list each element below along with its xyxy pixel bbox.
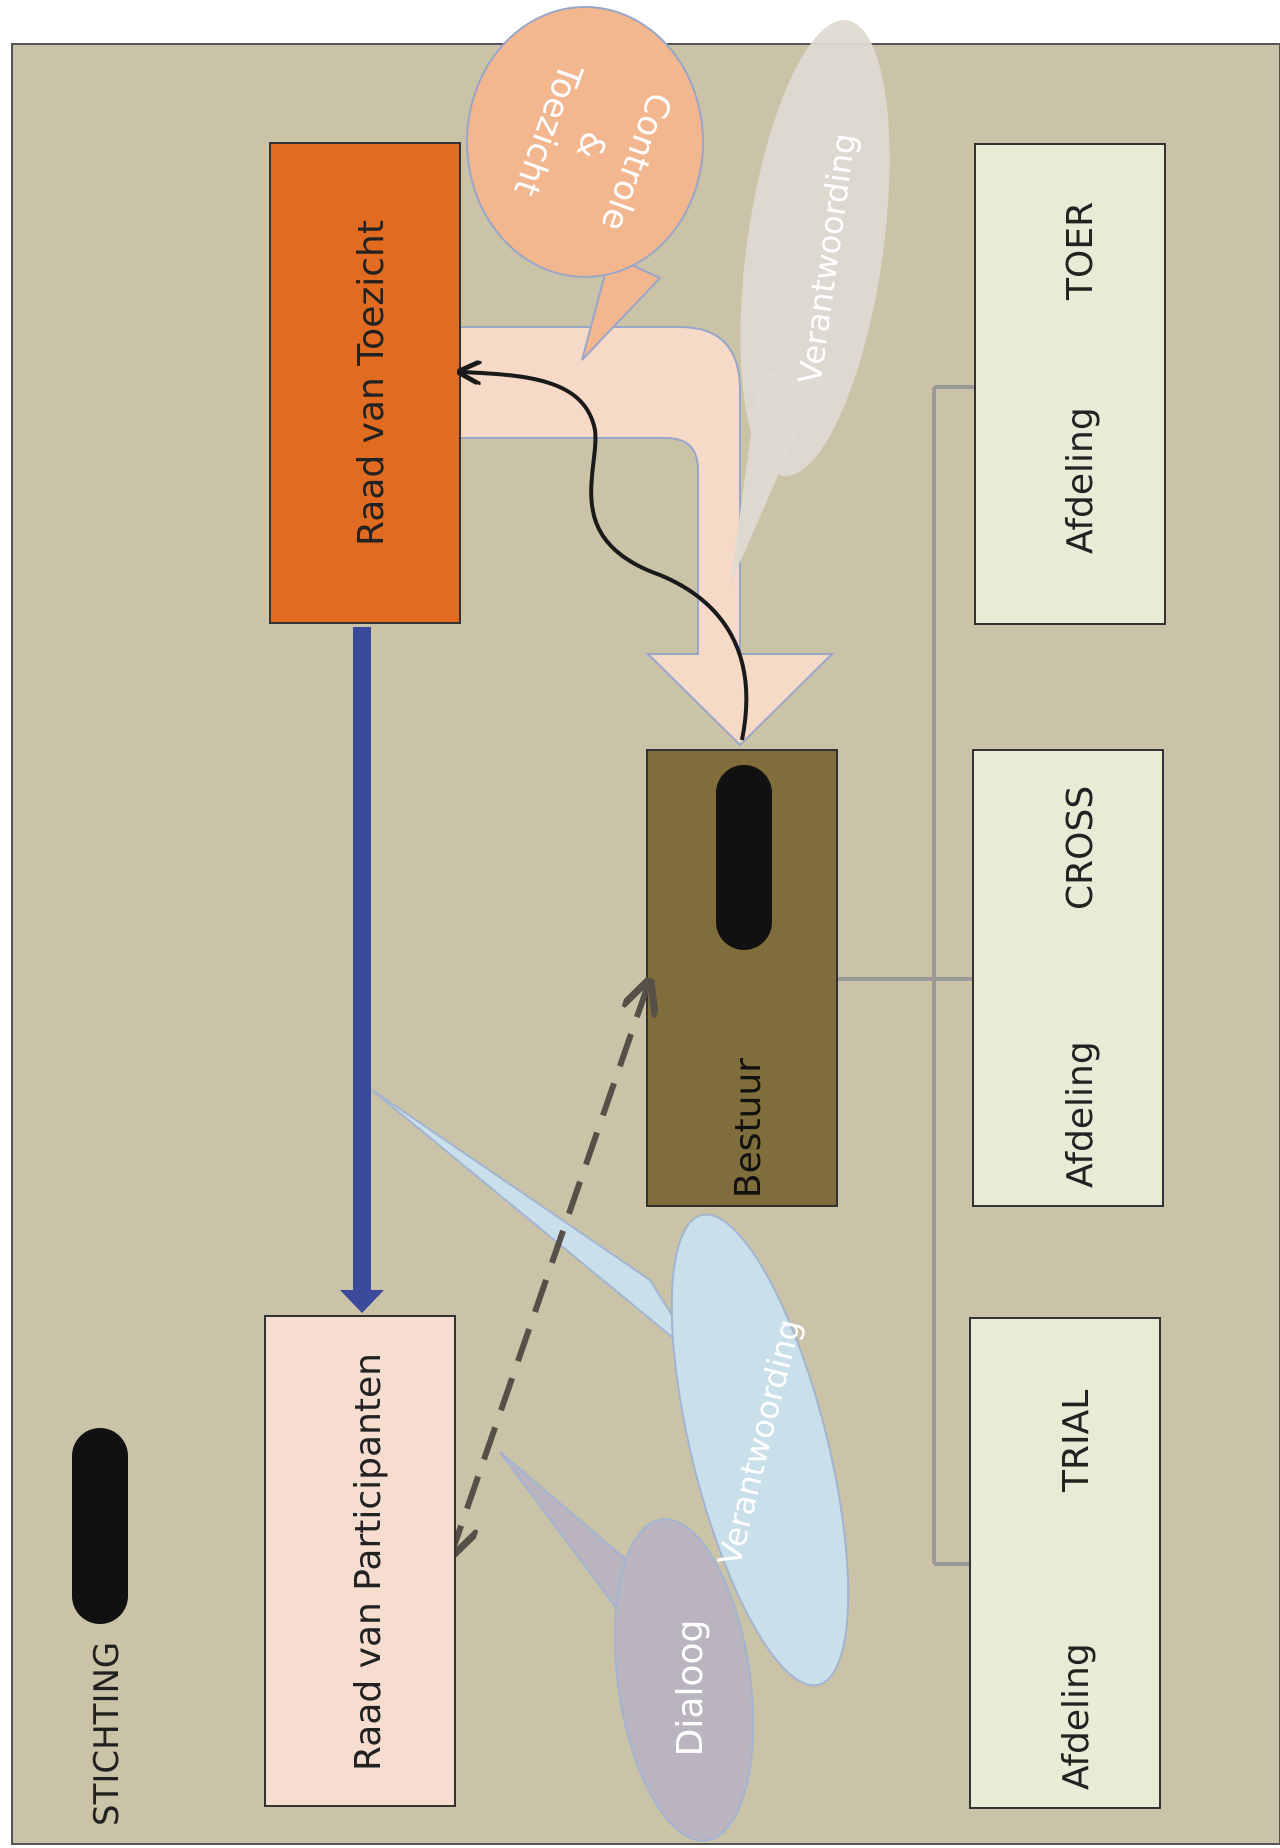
afdeling-toer-line1: Afdeling (1060, 407, 1101, 554)
dashed-dialog-arrow (452, 985, 648, 1552)
raad-van-participanten-box: Raad van Participanten (264, 1315, 456, 1807)
big-l-arrow (457, 326, 835, 747)
raad-van-toezicht-label: Raad van Toezicht (351, 220, 392, 546)
afdeling-cross-line2: CROSS (1060, 786, 1101, 910)
dialoog-bubble: Dialoog (499, 1451, 755, 1842)
afdeling-toer-box: Afdeling TOER (974, 143, 1166, 625)
redacted-bar-title (72, 1428, 128, 1624)
curved-black-arrow (462, 372, 749, 741)
blue-arrow (340, 627, 384, 1313)
afdeling-cross-box: Afdeling CROSS (972, 749, 1164, 1207)
raad-van-participanten-label: Raad van Participanten (348, 1353, 389, 1771)
bestuur-box: Bestuur (646, 749, 838, 1207)
afdeling-toer-line2: TOER (1060, 202, 1101, 301)
verantwoording-top-bubble: Verantwoording (730, 20, 890, 585)
dialoog-label: Dialoog (670, 1620, 711, 1757)
afdeling-cross-line1: Afdeling (1060, 1041, 1101, 1188)
afdeling-trial-box: Afdeling TRIAL (969, 1317, 1161, 1809)
controle-toezicht-bubble: Controle & Toezicht (466, 6, 704, 361)
stichting-title: STICHTING (72, 1428, 128, 1826)
afdeling-trial-line1: Afdeling (1056, 1643, 1097, 1790)
bestuur-label: Bestuur (728, 1058, 769, 1198)
stichting-prefix: STICHTING (87, 1642, 127, 1826)
raad-van-toezicht-box: Raad van Toezicht (269, 142, 461, 624)
afdeling-connectors (838, 385, 975, 1566)
afdeling-trial-line2: TRIAL (1056, 1390, 1097, 1493)
redacted-bar-bestuur (716, 765, 772, 950)
